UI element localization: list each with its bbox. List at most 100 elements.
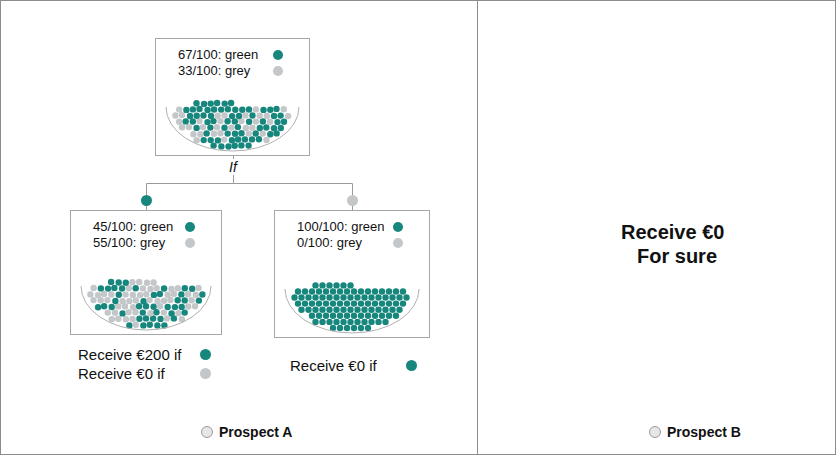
urn-ball [326, 282, 332, 288]
urn-ball [365, 313, 371, 319]
urn-ball [214, 124, 220, 130]
urn-ball [225, 106, 231, 112]
urn-ball [194, 113, 200, 119]
urn-ball [115, 303, 121, 309]
urn-ball [235, 124, 241, 130]
urn-ball [218, 143, 224, 149]
urn-ball [386, 288, 392, 294]
urn-ball [351, 300, 357, 306]
urn-bowl [285, 289, 419, 333]
urn-ball [257, 125, 263, 131]
urn-ball [253, 118, 259, 124]
urn-ball [186, 124, 192, 130]
urn-ball [200, 124, 206, 130]
urn-ball [182, 285, 188, 291]
urn-ball [396, 294, 402, 300]
urn-ball [95, 304, 101, 310]
urn-ball [137, 292, 143, 298]
urn-ball [165, 292, 171, 298]
urn-ball [211, 131, 217, 137]
urn-ball [195, 285, 201, 291]
urn-ball [98, 285, 104, 291]
urn-ball [232, 131, 238, 137]
urn-ball [375, 307, 381, 313]
urn-ball [215, 137, 221, 143]
urn-ball [340, 294, 346, 300]
urn-ball [109, 316, 115, 322]
urn-ball [337, 288, 343, 294]
radio-button [649, 426, 661, 438]
colour-dot [185, 238, 195, 248]
urn-illustration [71, 272, 221, 334]
urn-ball [221, 136, 227, 142]
urn-ball [190, 118, 196, 124]
urn-ball [164, 315, 170, 321]
urn-count: 45/100: green [93, 219, 173, 234]
urn-ball [144, 280, 150, 286]
urn-ball [372, 300, 378, 306]
urn-ball [312, 307, 318, 313]
urn-ball [140, 285, 146, 291]
urn-ball [175, 297, 181, 303]
urn-ball [185, 291, 191, 297]
urn-ball [389, 294, 395, 300]
urn-ball [133, 297, 139, 303]
urn-ball [204, 119, 210, 125]
urn-ball [133, 322, 139, 328]
urn-ball [172, 112, 178, 118]
urn-box: 67/100: green33/100: grey [155, 38, 310, 156]
colour-dot [185, 222, 195, 232]
urn-ball [196, 106, 202, 112]
branch-dot [347, 195, 358, 206]
urn-ball [249, 136, 255, 142]
urn-ball [312, 294, 318, 300]
urn-ball [245, 142, 251, 148]
urn-ball [326, 294, 332, 300]
urn-ball [358, 300, 364, 306]
urn-ball [316, 288, 322, 294]
urn-ball [161, 309, 167, 315]
urn-ball [190, 106, 196, 112]
urn-ball [210, 142, 216, 148]
urn-ball [140, 298, 146, 304]
urn-ball [337, 325, 343, 331]
urn-ball [112, 310, 118, 316]
urn-ball [188, 297, 194, 303]
urn-ball [273, 106, 279, 112]
urn-ball [298, 307, 304, 313]
urn-ball [379, 300, 385, 306]
urn-ball [109, 304, 115, 310]
urn-ball [200, 112, 206, 118]
urn-ball [382, 307, 388, 313]
urn-count: 55/100: grey [93, 235, 165, 250]
urn-count-row: 55/100: grey [93, 235, 221, 250]
urn-bowl [81, 286, 211, 330]
urn-ball [90, 297, 96, 303]
urn-ball [129, 279, 135, 285]
urn-ball [347, 307, 353, 313]
urn-ball [203, 130, 209, 136]
urn-ball [358, 313, 364, 319]
urn-count-row: 100/100: green [297, 219, 429, 234]
urn-ball [326, 307, 332, 313]
urn-ball [154, 322, 160, 328]
urn-ball [225, 143, 231, 149]
branch-dot [141, 195, 152, 206]
urn-ball [221, 125, 227, 131]
urn-illustration [156, 93, 309, 155]
urn-ball [375, 319, 381, 325]
urn-ball [238, 142, 244, 148]
payoff-text: Receive €200 if [78, 346, 181, 363]
urn-ball [323, 300, 329, 306]
urn-ball [136, 316, 142, 322]
colour-dot [393, 222, 403, 232]
urn-ball [208, 137, 214, 143]
urn-ball [123, 280, 129, 286]
urn-ball [309, 288, 315, 294]
urn-ball [193, 100, 199, 106]
urn-ball [228, 100, 234, 106]
urn-ball [393, 288, 399, 294]
urn-ball [330, 325, 336, 331]
urn-ball [330, 313, 336, 319]
urn-ball [333, 319, 339, 325]
